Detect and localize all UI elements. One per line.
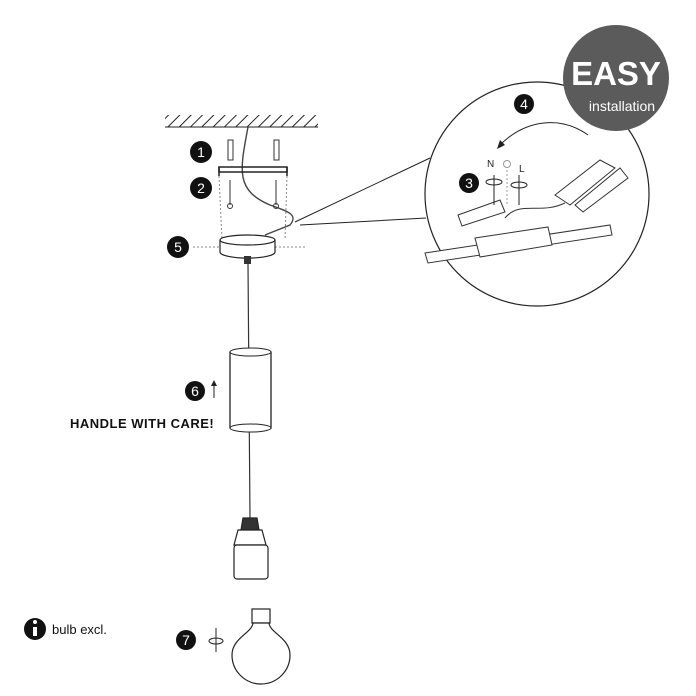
badge-title: EASY [571, 55, 661, 92]
svg-text:3: 3 [465, 175, 473, 191]
light-bulb [231, 608, 291, 685]
step-badge-6: 6 [185, 381, 205, 401]
callout-pointer [294, 157, 431, 226]
easy-installation-badge: EASY installation [563, 25, 669, 131]
step-badge-2: 2 [190, 177, 212, 199]
svg-text:2: 2 [197, 180, 205, 196]
junction-box-detail [424, 159, 629, 264]
step-badge-1: 1 [190, 141, 212, 163]
supply-wire [241, 126, 294, 236]
guide-lines [193, 175, 305, 248]
wire-twist-icons [485, 160, 528, 205]
ceiling [165, 115, 318, 128]
twist-icon [208, 628, 224, 652]
lamp-shade [229, 347, 272, 433]
wall-plugs [227, 139, 280, 209]
mounting-bracket [218, 166, 288, 176]
badge-subtitle: installation [589, 98, 655, 114]
info-icon [24, 618, 46, 640]
step-badge-5: 5 [167, 236, 189, 258]
rotation-arrow [499, 122, 589, 146]
handle-with-care-warning: HANDLE WITH CARE! [70, 416, 214, 431]
step-badge-3: 3 [459, 173, 479, 193]
step-badge-7: 7 [176, 630, 196, 650]
live-label: L [519, 164, 525, 175]
svg-text:7: 7 [182, 632, 190, 648]
neutral-label: N [487, 159, 494, 170]
lamp-holder [233, 517, 269, 580]
ceiling-canopy [219, 234, 276, 264]
bulb-excluded-note: bulb excl. [52, 622, 107, 637]
svg-text:1: 1 [197, 144, 205, 160]
step-badge-4: 4 [514, 94, 534, 114]
svg-text:5: 5 [174, 239, 182, 255]
svg-text:6: 6 [191, 383, 199, 399]
svg-text:4: 4 [520, 96, 528, 112]
